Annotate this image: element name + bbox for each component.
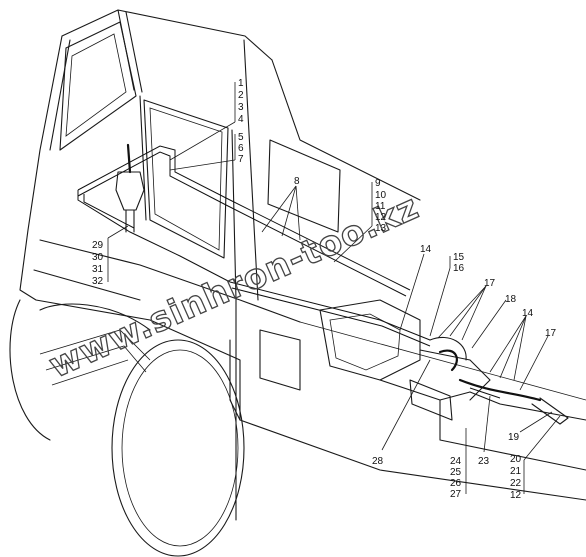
callout-31: 31 <box>92 264 104 275</box>
callout-32: 32 <box>92 276 104 287</box>
callout-29: 29 <box>92 240 104 251</box>
callout-25: 25 <box>450 467 462 478</box>
callout-6: 6 <box>238 143 244 154</box>
callout-26: 26 <box>450 478 462 489</box>
callout-14-upper: 14 <box>420 244 432 255</box>
callout-28: 28 <box>372 456 384 467</box>
callout-22: 22 <box>510 478 522 489</box>
cable-to-lever <box>458 378 569 425</box>
callout-12: 12 <box>375 212 387 223</box>
callout-16: 16 <box>453 263 465 274</box>
callout-15: 15 <box>453 252 465 263</box>
callout-17-right: 17 <box>545 328 557 339</box>
callout-9: 9 <box>375 178 381 189</box>
callout-10: 10 <box>375 190 387 201</box>
callout-numbers: 1 2 3 4 5 6 7 8 9 10 11 12 13 14 15 16 1… <box>92 78 557 501</box>
callout-1: 1 <box>238 78 244 89</box>
callout-17-upper: 17 <box>484 278 496 289</box>
callout-4: 4 <box>238 114 244 125</box>
callout-5: 5 <box>238 132 244 143</box>
callout-14-lower: 14 <box>522 308 534 319</box>
callout-7: 7 <box>238 154 244 165</box>
gear-lever <box>115 143 145 233</box>
callout-20: 20 <box>510 454 522 465</box>
callout-11: 11 <box>375 201 386 212</box>
leader-lines <box>107 82 561 494</box>
callout-21: 21 <box>510 466 522 477</box>
callout-2: 2 <box>238 90 244 101</box>
callout-3: 3 <box>238 102 244 113</box>
callout-24: 24 <box>450 456 462 467</box>
callout-23: 23 <box>478 456 490 467</box>
callout-18: 18 <box>505 294 517 305</box>
callout-13: 13 <box>375 223 387 234</box>
fender-detail <box>39 329 151 386</box>
callout-27: 27 <box>450 489 462 500</box>
callout-12-lower: 12 <box>510 490 522 501</box>
callout-19: 19 <box>508 432 520 443</box>
callout-30: 30 <box>92 252 104 263</box>
callout-8: 8 <box>294 176 300 187</box>
truck-cab-outline <box>19 9 586 521</box>
pipe-run-upper <box>77 145 431 347</box>
front-wheel <box>9 299 245 557</box>
gearbox-assembly <box>319 299 586 471</box>
